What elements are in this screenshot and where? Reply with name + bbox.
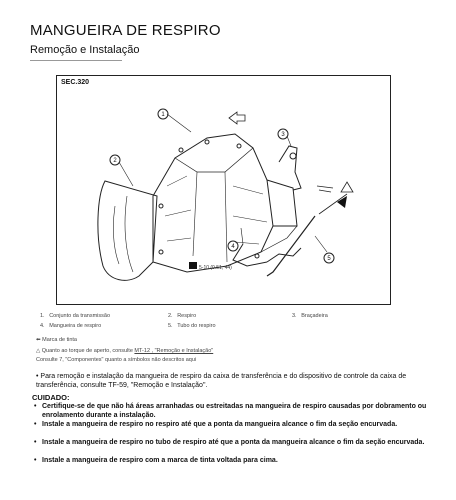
paint-mark-arrow-icon: ⬅ — [36, 337, 41, 343]
legend-item: 2. Respiro — [168, 313, 197, 319]
caution-heading: CUIDADO: — [32, 393, 70, 402]
part-code: 5-10 (0.51, 44) — [199, 265, 232, 271]
section-reference: SEC.320 — [61, 79, 90, 86]
callout-4 — [227, 240, 239, 252]
torque-reference-link[interactable]: MT-12 , "Remoção e Instalação" — [134, 348, 214, 354]
legend-item: 3. Braçadeira — [292, 313, 328, 319]
callout-label-1: 1 — [161, 112, 165, 118]
callout-3 — [277, 128, 289, 140]
page-subtitle: Remoção e Instalação — [30, 44, 140, 56]
list-item: •Instale a mangueira de respiro com a ma… — [34, 457, 278, 464]
figure-frame: SEC.320 — [56, 75, 391, 305]
components-note: Consulte 7, "Componentes" quanto a símbo… — [36, 357, 197, 363]
callout-label-2: 2 — [113, 158, 117, 164]
breather-tube — [232, 243, 268, 267]
breather-assembly — [278, 145, 302, 191]
list-item: •Instale a mangueira de respiro no respi… — [34, 421, 398, 428]
breather-hose — [266, 247, 302, 263]
paint-mark-arrow-icon — [337, 196, 347, 208]
transmission-case — [152, 133, 274, 273]
transmission-diagram: 1 2 3 4 5 5-10 (0.51, 44) — [97, 108, 354, 281]
callout-label-5: 5 — [327, 256, 331, 262]
title-divider — [30, 60, 122, 61]
caution-triangle-icon — [340, 181, 354, 193]
triangle-icon: △ — [36, 348, 41, 354]
bell-housing — [97, 180, 158, 281]
rear-extension — [266, 179, 298, 227]
list-item: •Instale a mangueira de respiro no tubo … — [34, 439, 425, 446]
callout-label-3: 3 — [281, 132, 285, 138]
list-item: •Certifique-se de que não há áreas arran… — [34, 403, 427, 419]
legend-item: 1. Conjunto da transmissão — [40, 313, 111, 319]
legend-item: 5. Tubo do respiro — [168, 323, 216, 329]
callout-1 — [157, 108, 169, 120]
callout-2 — [109, 154, 121, 166]
torque-note: △ Quanto ao torque de aperto, consulte M… — [36, 348, 214, 354]
callout-label-4: 4 — [231, 244, 235, 250]
intro-paragraph: • Para remoção e instalação da mangueira… — [36, 373, 407, 389]
bullet-icon: • — [36, 373, 39, 380]
paint-mark-note: ⬅ Marca de tinta — [36, 337, 77, 343]
legend-item: 4. Mangueira de respiro — [40, 323, 102, 329]
torque-icon — [189, 262, 197, 269]
page-title: MANGUEIRA DE RESPIRO — [30, 22, 221, 39]
front-arrow-icon — [228, 111, 246, 125]
callout-5 — [323, 252, 335, 264]
